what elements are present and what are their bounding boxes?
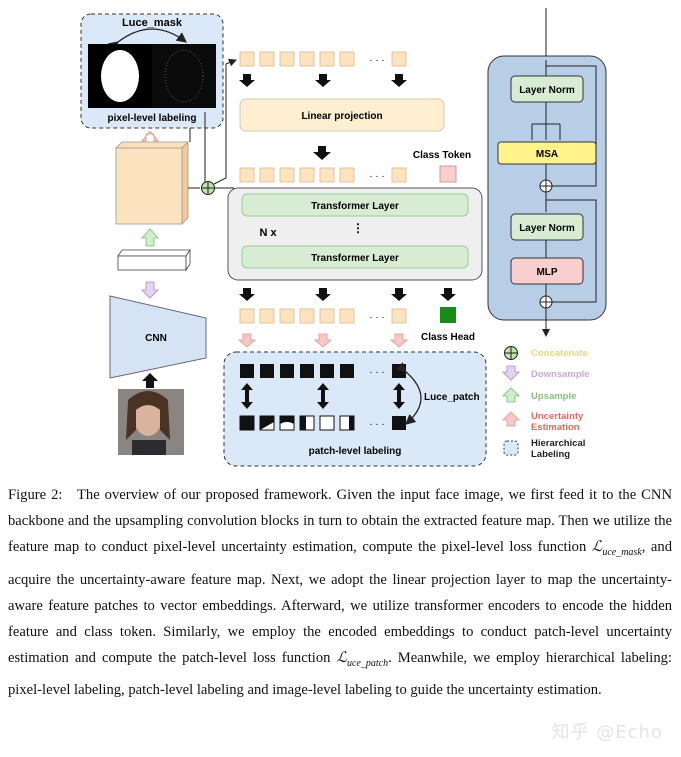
patch-token	[339, 51, 355, 67]
legend-hierarchical-icon	[503, 440, 519, 456]
legend-downsample-icon	[502, 365, 520, 381]
legend-upsample-icon	[502, 387, 520, 403]
linear-projection-label: Linear projection	[301, 111, 382, 122]
patch-token	[319, 308, 335, 324]
loss-uce-patch: ℒuce_patch	[336, 650, 389, 670]
class-head-token	[440, 307, 456, 323]
cnn-label: CNN	[145, 333, 167, 344]
mlp-block: MLP	[536, 267, 557, 278]
transformer-encoder-detail: Layer Norm MSA Layer Norm MLP	[487, 8, 607, 337]
patch-token	[319, 167, 335, 183]
pixel-noise-image	[152, 44, 216, 108]
repeat-n-label: N x	[259, 227, 277, 239]
cnn-block: CNN	[109, 295, 207, 379]
patch-token	[319, 51, 335, 67]
luce-patch-label: Luce_patch	[424, 392, 480, 403]
patch-token	[239, 167, 255, 183]
svg-text:· · ·: · · ·	[369, 419, 385, 430]
patch-feature	[300, 364, 314, 378]
layer-norm-1: Layer Norm	[519, 85, 575, 96]
patch-token	[299, 51, 315, 67]
svg-text:· · ·: · · ·	[369, 367, 385, 378]
transformer-layer-top: Transformer Layer	[311, 201, 399, 212]
legend-concatenate: Concatenate	[531, 348, 588, 359]
patch-token	[279, 51, 295, 67]
transformer-layer-bottom: Transformer Layer	[311, 253, 399, 264]
figure-caption: Figure 2: The overview of our proposed f…	[8, 482, 672, 703]
luce-mask-label: Luce_mask	[122, 17, 183, 29]
patch-token	[339, 167, 355, 183]
patch-level-labeling-box	[223, 351, 487, 467]
patch-token	[299, 308, 315, 324]
caption-part-1: Figure 2: The overview of our proposed f…	[8, 487, 672, 556]
patch-level-labeling-label: patch-level labeling	[309, 446, 402, 457]
class-head-label: Class Head	[421, 332, 475, 343]
feature-vector-slab	[117, 248, 191, 272]
patch-feature	[240, 364, 254, 378]
patch-feature	[320, 364, 334, 378]
patch-token	[259, 308, 275, 324]
patch-token	[259, 167, 275, 183]
caption-part-3: . Meanwhile, we employ hierarchical labe…	[8, 650, 672, 699]
linear-projection-block	[239, 98, 445, 132]
legend-uncertainty-icon	[502, 411, 520, 427]
patch-token	[299, 167, 315, 183]
caption-part-2: , and acquire the uncertainty-aware feat…	[8, 539, 672, 667]
token-ellipsis: · · ·	[369, 171, 385, 182]
msa-block: MSA	[536, 149, 558, 160]
layer-norm-2: Layer Norm	[519, 223, 575, 234]
patch-token	[279, 308, 295, 324]
patch-token	[239, 51, 255, 67]
patch-token	[391, 308, 407, 324]
patch-token	[391, 51, 407, 67]
svg-text:⋮: ⋮	[352, 221, 364, 235]
legend-downsample: Downsample	[531, 369, 590, 380]
feature-map-cube	[115, 141, 189, 225]
patch-feature	[260, 364, 274, 378]
patch-token	[339, 308, 355, 324]
input-face-image	[118, 389, 184, 455]
token-ellipsis: · · ·	[369, 55, 385, 66]
patch-token-row-bottom: · · ·	[239, 308, 407, 324]
loss-uce-mask: ℒuce_mask	[591, 539, 642, 559]
patch-token-row-mid: · · ·	[239, 167, 407, 183]
pixel-level-labeling-label: pixel-level labeling	[108, 113, 197, 124]
class-token-label: Class Token	[413, 150, 471, 161]
legend: Concatenate Downsample Upsample Uncertai…	[502, 346, 590, 460]
token-ellipsis: · · ·	[369, 312, 385, 323]
legend-upsample: Upsample	[531, 391, 576, 402]
patch-feature	[340, 364, 354, 378]
pixel-level-labeling-box: Luce_mask pixel-level labeling	[80, 13, 224, 129]
class-token	[439, 165, 457, 183]
patch-token	[259, 51, 275, 67]
patch-token	[239, 308, 255, 324]
zhihu-watermark: 知乎 @Echo	[551, 722, 663, 743]
patch-token-row-top: · · ·	[239, 51, 407, 67]
patch-token	[391, 167, 407, 183]
patch-token	[279, 167, 295, 183]
patch-label	[319, 415, 335, 431]
patch-feature	[280, 364, 294, 378]
